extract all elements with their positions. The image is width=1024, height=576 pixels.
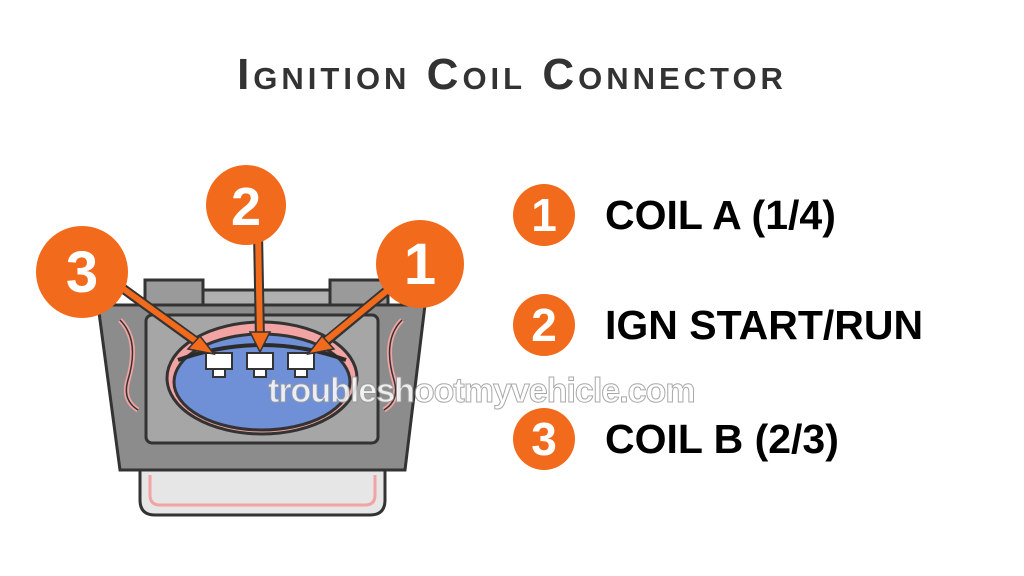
legend-item-coil-a: 1 COIL A (1/4) [513,182,836,248]
terminal-pin-3 [205,352,233,378]
legend-number-1: 1 [513,184,575,246]
callout-2-number: 2 [231,177,261,237]
callout-2: 2 [206,165,286,245]
legend-number-3: 3 [513,408,575,470]
legend-label-1: COIL A (1/4) [605,191,836,238]
watermark-text: troubleshootmyvehicle.com [268,372,697,411]
legend-label-2: IGN START/RUN [605,301,924,348]
callout-1: 1 [376,220,464,308]
legend-item-coil-b: 3 COIL B (2/3) [513,406,839,472]
legend-item-ign-start-run: 2 IGN START/RUN [513,292,923,358]
connector-housing [96,278,427,517]
legend-number-2: 2 [513,294,575,356]
terminal-pin-1 [287,352,315,378]
callout-3-number: 3 [66,240,98,305]
diagram-title: Ignition Coil Connector [237,50,787,99]
callout-3: 3 [36,226,128,318]
callout-1-number: 1 [404,232,436,297]
legend-label-3: COIL B (2/3) [605,415,839,462]
